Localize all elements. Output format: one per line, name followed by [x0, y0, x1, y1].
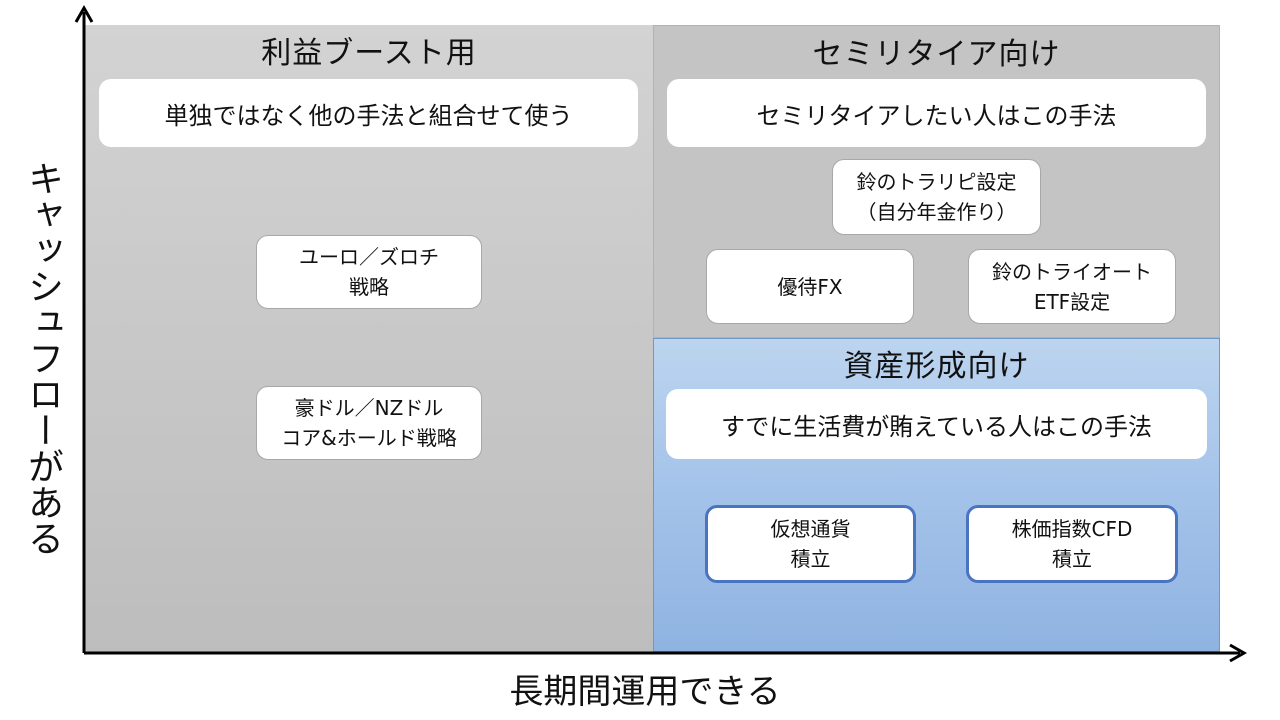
- item-euro-zloty-strategy: ユーロ／ズロチ 戦略: [256, 235, 482, 309]
- item-yutai-fx: 優待FX: [706, 249, 914, 324]
- y-axis-arrowhead: [74, 4, 94, 23]
- x-axis-label: 長期間運用できる: [509, 672, 781, 712]
- item-aud-nzd-core-hold-strategy: 豪ドル／NZドル コア&ホールド戦略: [256, 386, 482, 460]
- banner-profit-boost: 単独ではなく他の手法と組合せて使う: [99, 79, 638, 147]
- quadrant-semi-retire: セミリタイア向け セミリタイアしたい人はこの手法 鈴のトラリピ設定 （自分年金作…: [653, 25, 1220, 338]
- item-triauto-etf-setting: 鈴のトライオート ETF設定: [968, 249, 1176, 324]
- item-torarepi-setting: 鈴のトラリピ設定 （自分年金作り）: [832, 159, 1041, 235]
- quadrant-title-asset-building: 資産形成向け: [843, 349, 1030, 384]
- quadrant-title-semi-retire: セミリタイア向け: [812, 37, 1061, 72]
- item-crypto-accumulation: 仮想通貨 積立: [705, 505, 916, 583]
- y-axis-label: キャッシュフローがある: [22, 160, 63, 556]
- banner-asset-building: すでに生活費が賄えている人はこの手法: [666, 389, 1207, 459]
- quadrant-title-profit-boost: 利益ブースト用: [261, 36, 477, 71]
- quadrant-asset-building: 資産形成向け すでに生活費が賄えている人はこの手法 仮想通貨 積立 株価指数CF…: [653, 338, 1220, 652]
- quadrant-profit-boost: 利益ブースト用 単独ではなく他の手法と組合せて使う ユーロ／ズロチ 戦略 豪ドル…: [85, 25, 653, 652]
- item-index-cfd-accumulation: 株価指数CFD 積立: [966, 505, 1178, 583]
- banner-semi-retire: セミリタイアしたい人はこの手法: [667, 79, 1206, 147]
- x-axis-arrowhead: [1229, 643, 1248, 663]
